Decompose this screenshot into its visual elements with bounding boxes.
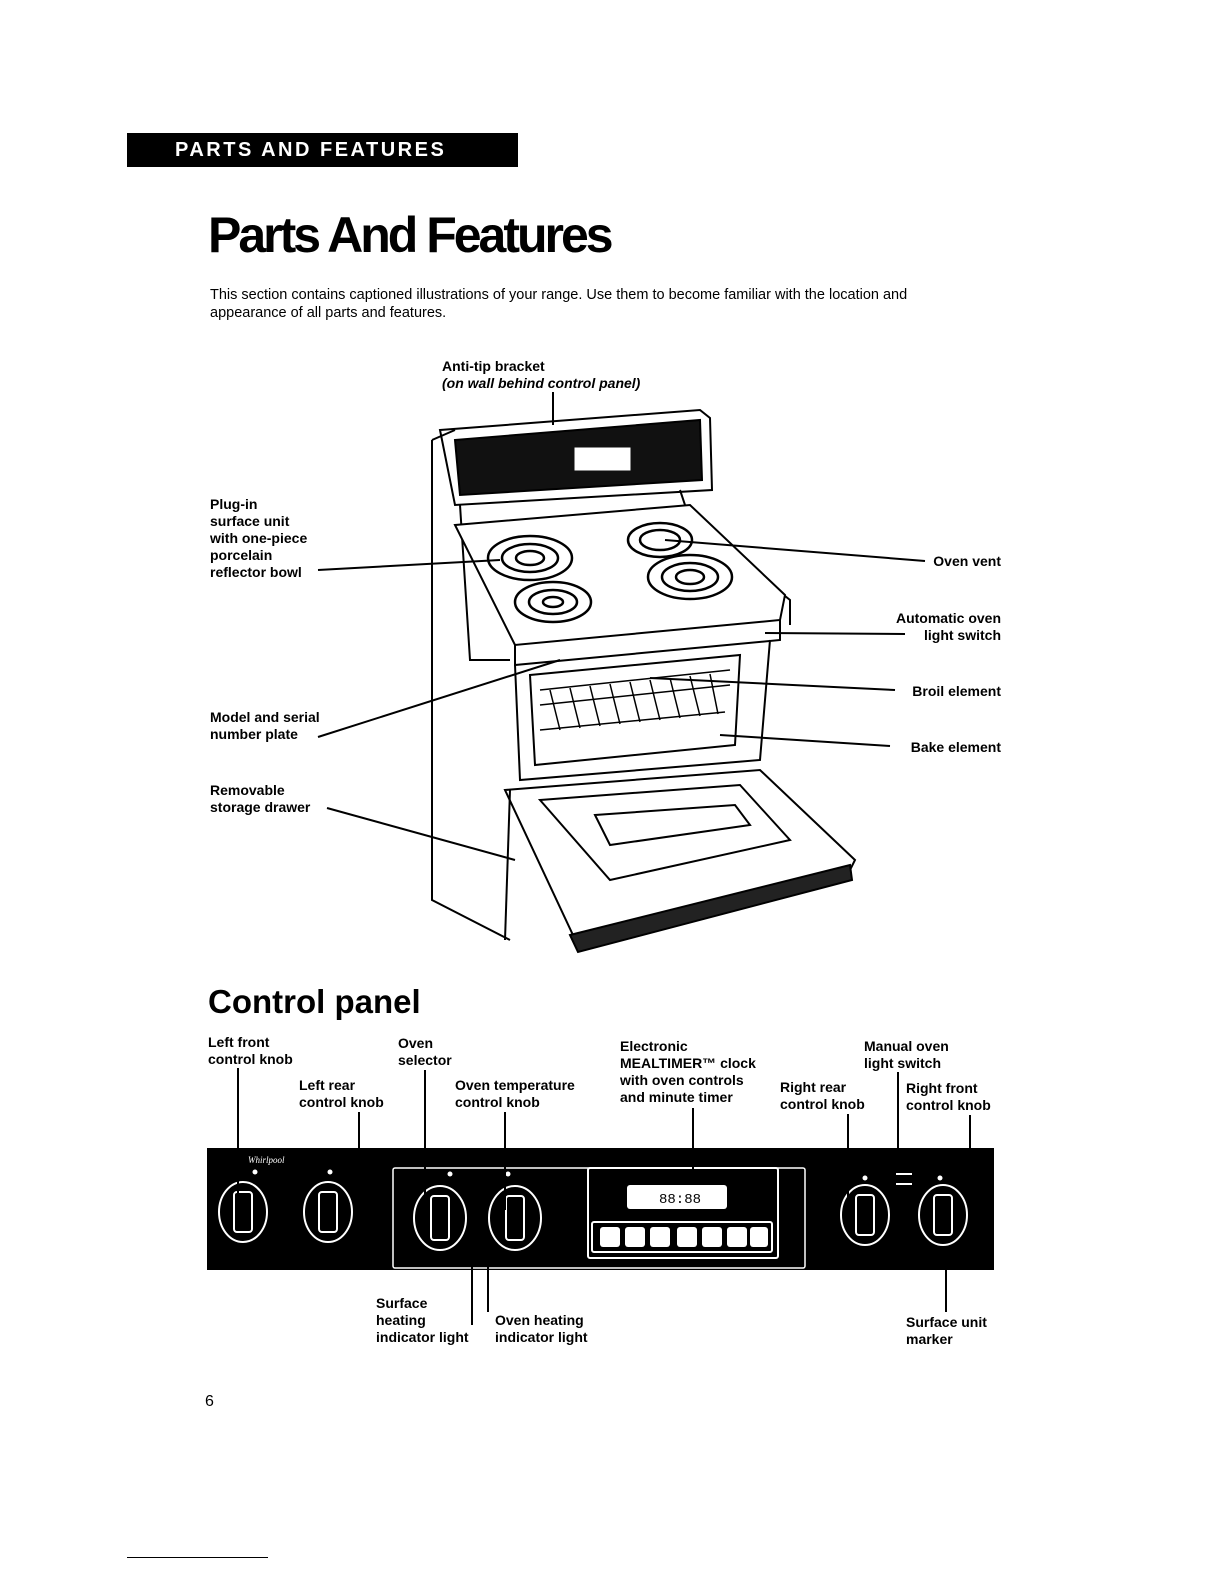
footer-rule (127, 1557, 268, 1558)
section-tab-label: PARTS AND FEATURES (175, 139, 447, 161)
intro-paragraph: This section contains captioned illustra… (210, 287, 908, 321)
label-broil-element: Broil element (912, 683, 1001, 699)
section-tab (127, 133, 518, 167)
knob-left-front (218, 1181, 268, 1243)
knob-oven-temperature (488, 1185, 542, 1251)
control-panel-heading: Control panel (208, 983, 421, 1020)
page-number: 6 (205, 1393, 214, 1410)
whirlpool-logo: Whirlpool (248, 1155, 285, 1165)
knob-oven-selector (413, 1185, 467, 1251)
label-anti-tip-bracket: Anti-tip bracket(on wall behind control … (442, 358, 641, 391)
label-bake-element: Bake element (910, 739, 1001, 755)
page-title: Parts And Features (208, 207, 614, 263)
clock-display: 88:88 (659, 1192, 701, 1208)
knob-right-rear (840, 1184, 890, 1246)
knob-left-rear (303, 1181, 353, 1243)
knob-right-front (918, 1184, 968, 1246)
label-oven-vent: Oven vent (933, 553, 1001, 569)
